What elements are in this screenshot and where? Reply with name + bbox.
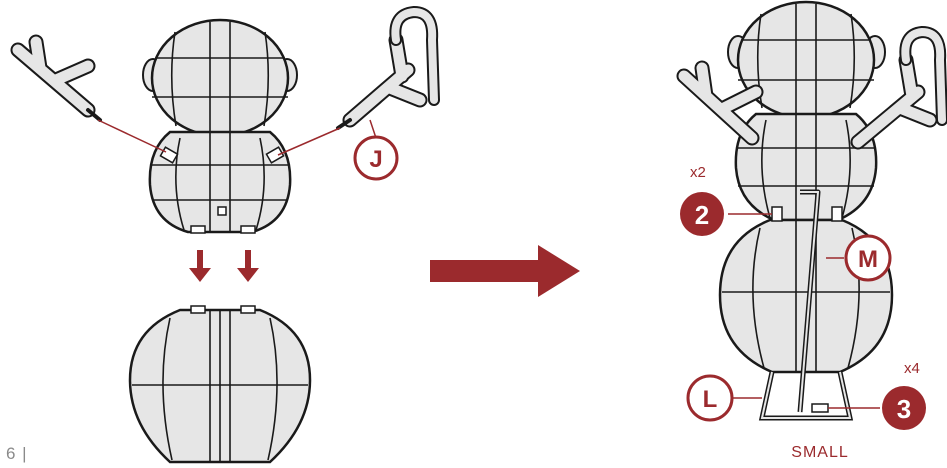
svg-text:J: J [369,146,382,173]
svg-text:L: L [703,386,718,413]
svg-text:2: 2 [695,200,709,230]
size-caption: SMALL [791,444,849,461]
snowman-parts [10,5,440,464]
down-arrow-icon [189,250,259,282]
snowman-middle [148,130,292,234]
callout-step-2: 2 [680,192,724,236]
callout-m: M [844,234,892,282]
callout-step-3: 3 [882,386,926,430]
right-arrow-icon [430,245,580,297]
svg-text:M: M [858,246,878,273]
callout-j: J [353,135,399,181]
quantity-step-3: x4 [904,360,920,377]
page-number: 6 | [6,444,28,463]
left-arm [10,34,102,122]
right-arm [336,5,440,130]
callout-l: L [686,374,734,422]
svg-text:3: 3 [897,394,911,424]
quantity-step-2: x2 [690,164,706,181]
